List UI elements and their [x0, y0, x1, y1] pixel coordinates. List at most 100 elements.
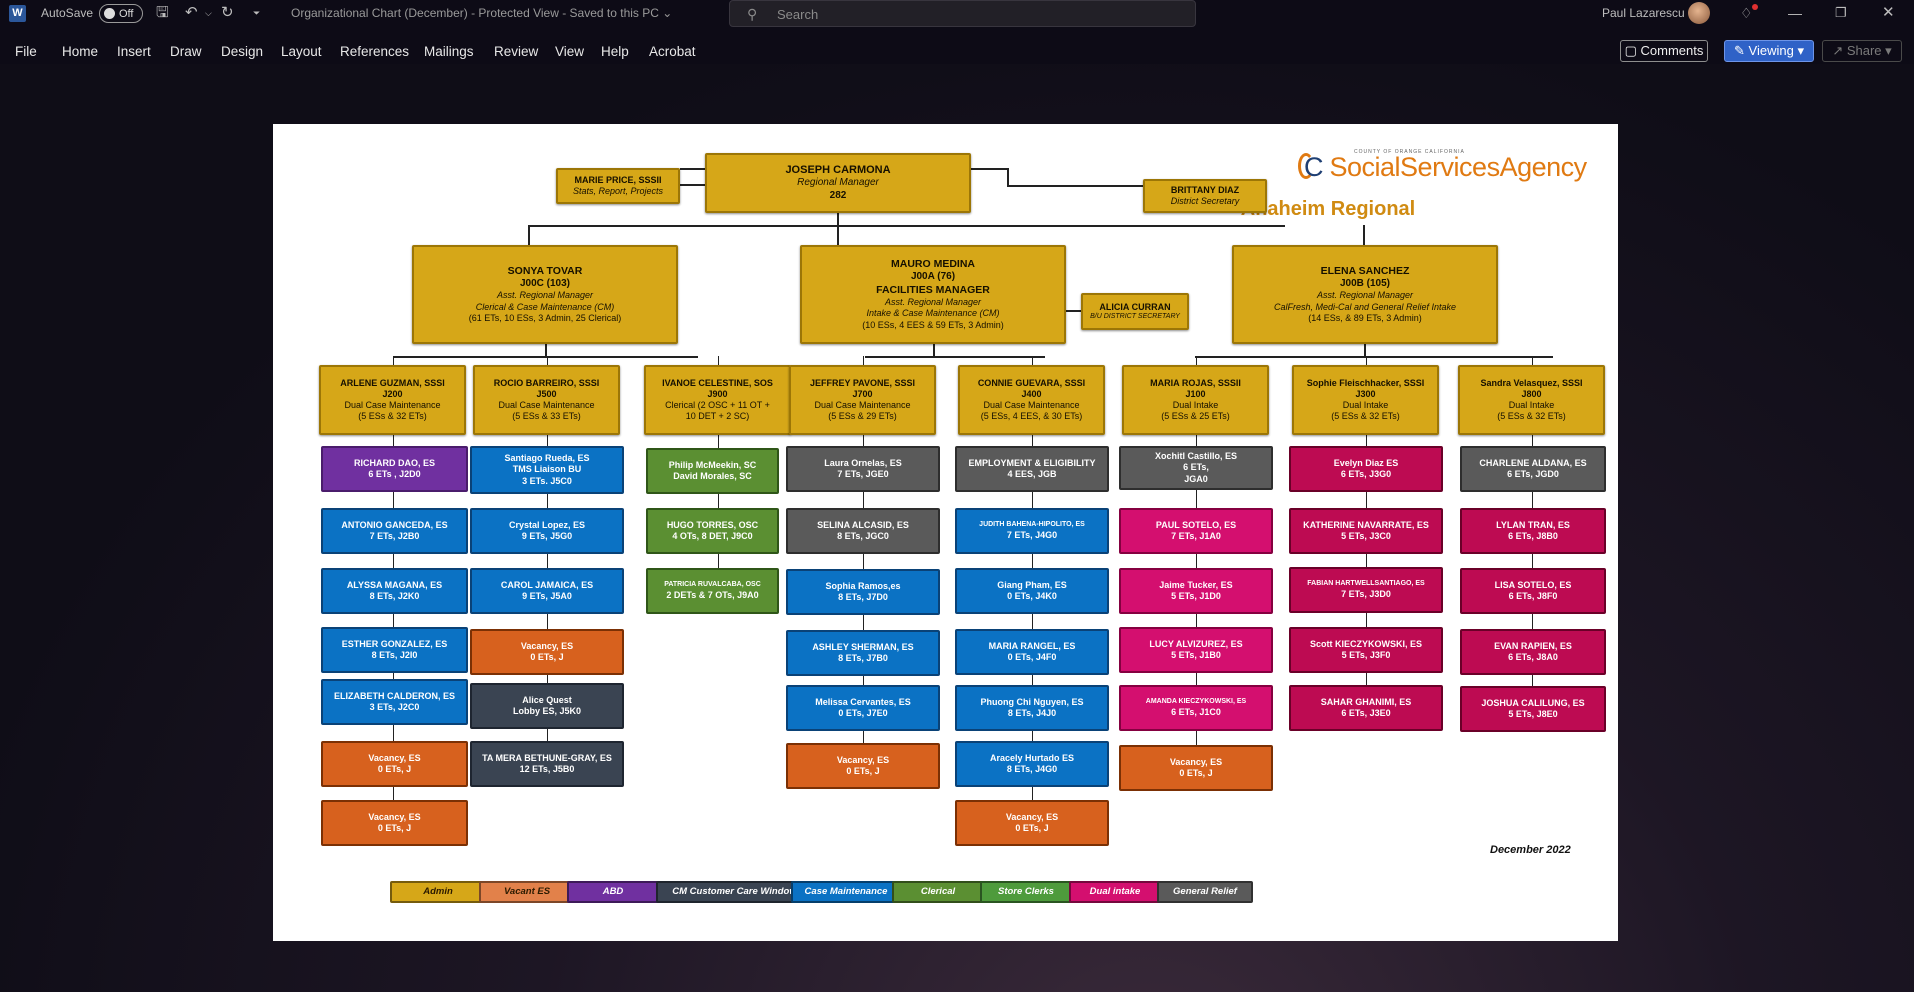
menu-draw[interactable]: Draw	[170, 44, 202, 59]
menu-acrobat[interactable]: Acrobat	[649, 44, 696, 59]
title-bar: W AutoSave Off 🖫 ↶ ⌵ ↻ ⏷ Organizational …	[0, 0, 1914, 28]
undo-dropdown-icon[interactable]: ⌵	[205, 8, 212, 18]
menu-design[interactable]: Design	[221, 44, 264, 59]
restore-icon[interactable]: ❐	[1835, 5, 1847, 20]
avatar[interactable]	[1688, 2, 1710, 24]
legend-item: ABD	[567, 881, 659, 903]
menu-file[interactable]: File	[15, 44, 37, 59]
menu-insert[interactable]: Insert	[117, 44, 151, 59]
legend-item: Vacant ES	[479, 881, 575, 903]
search-box[interactable]: ⚲Search	[729, 0, 1196, 27]
connector-line	[1066, 310, 1081, 312]
minimize-icon[interactable]: —	[1788, 5, 1802, 21]
comments-button[interactable]: ▢ Comments	[1620, 40, 1708, 62]
customize-toolbar-icon[interactable]: ⏷	[253, 8, 261, 18]
menu-mailings[interactable]: Mailings	[424, 44, 474, 59]
stats-box[interactable]: MARIE PRICE, SSSII Stats, Report, Projec…	[556, 168, 680, 204]
share-button[interactable]: ↗ Share ▾	[1822, 40, 1902, 62]
connector-line	[545, 344, 547, 356]
menu-references[interactable]: References	[340, 44, 410, 59]
menu-home[interactable]: Home	[62, 44, 99, 59]
connector-line	[1007, 168, 1009, 186]
menu-review[interactable]: Review	[494, 44, 539, 59]
diamond-icon[interactable]: ♢	[1740, 5, 1753, 21]
redo-icon[interactable]: ↻	[221, 4, 234, 21]
region-title: Anaheim Regional	[1240, 198, 1416, 220]
legend-item: Clerical	[892, 881, 984, 903]
menu-layout[interactable]: Layout	[281, 44, 322, 59]
menu-view[interactable]: View	[555, 44, 585, 59]
district-secretary-box[interactable]: BRITTANY DIAZ District Secretary	[1143, 179, 1267, 213]
logo-wordmark: SocialServicesAgency	[1329, 152, 1588, 182]
connector-line	[546, 356, 548, 365]
autosave-toggle[interactable]: Off	[99, 4, 143, 23]
connector-line	[1031, 356, 1033, 365]
undo-icon[interactable]: ↶	[185, 4, 198, 21]
regional-manager-box[interactable]: JOSEPH CARMONA Regional Manager 282	[705, 153, 971, 213]
document-title[interactable]: Organizational Chart (December) - Protec…	[291, 6, 673, 20]
manager-box-tovar[interactable]: SONYA TOVAR J00C (103) Asst. Regional Ma…	[412, 245, 678, 344]
manager-box-medina[interactable]: MAURO MEDINA J00A (76) FACILITIES MANAGE…	[800, 245, 1066, 344]
close-icon[interactable]: ✕	[1882, 4, 1895, 21]
save-icon[interactable]: 🖫	[156, 4, 169, 21]
viewing-button[interactable]: ✎ Viewing ▾	[1724, 40, 1814, 62]
bu-secretary-box[interactable]: ALICIA CURRAN B/U DISTRICT SECRETARY	[1081, 293, 1189, 330]
manager-box-sanchez[interactable]: ELENA SANCHEZ J00B (105) Asst. Regional …	[1232, 245, 1498, 344]
connector-line	[1195, 356, 1197, 365]
menu-help[interactable]: Help	[601, 44, 629, 59]
